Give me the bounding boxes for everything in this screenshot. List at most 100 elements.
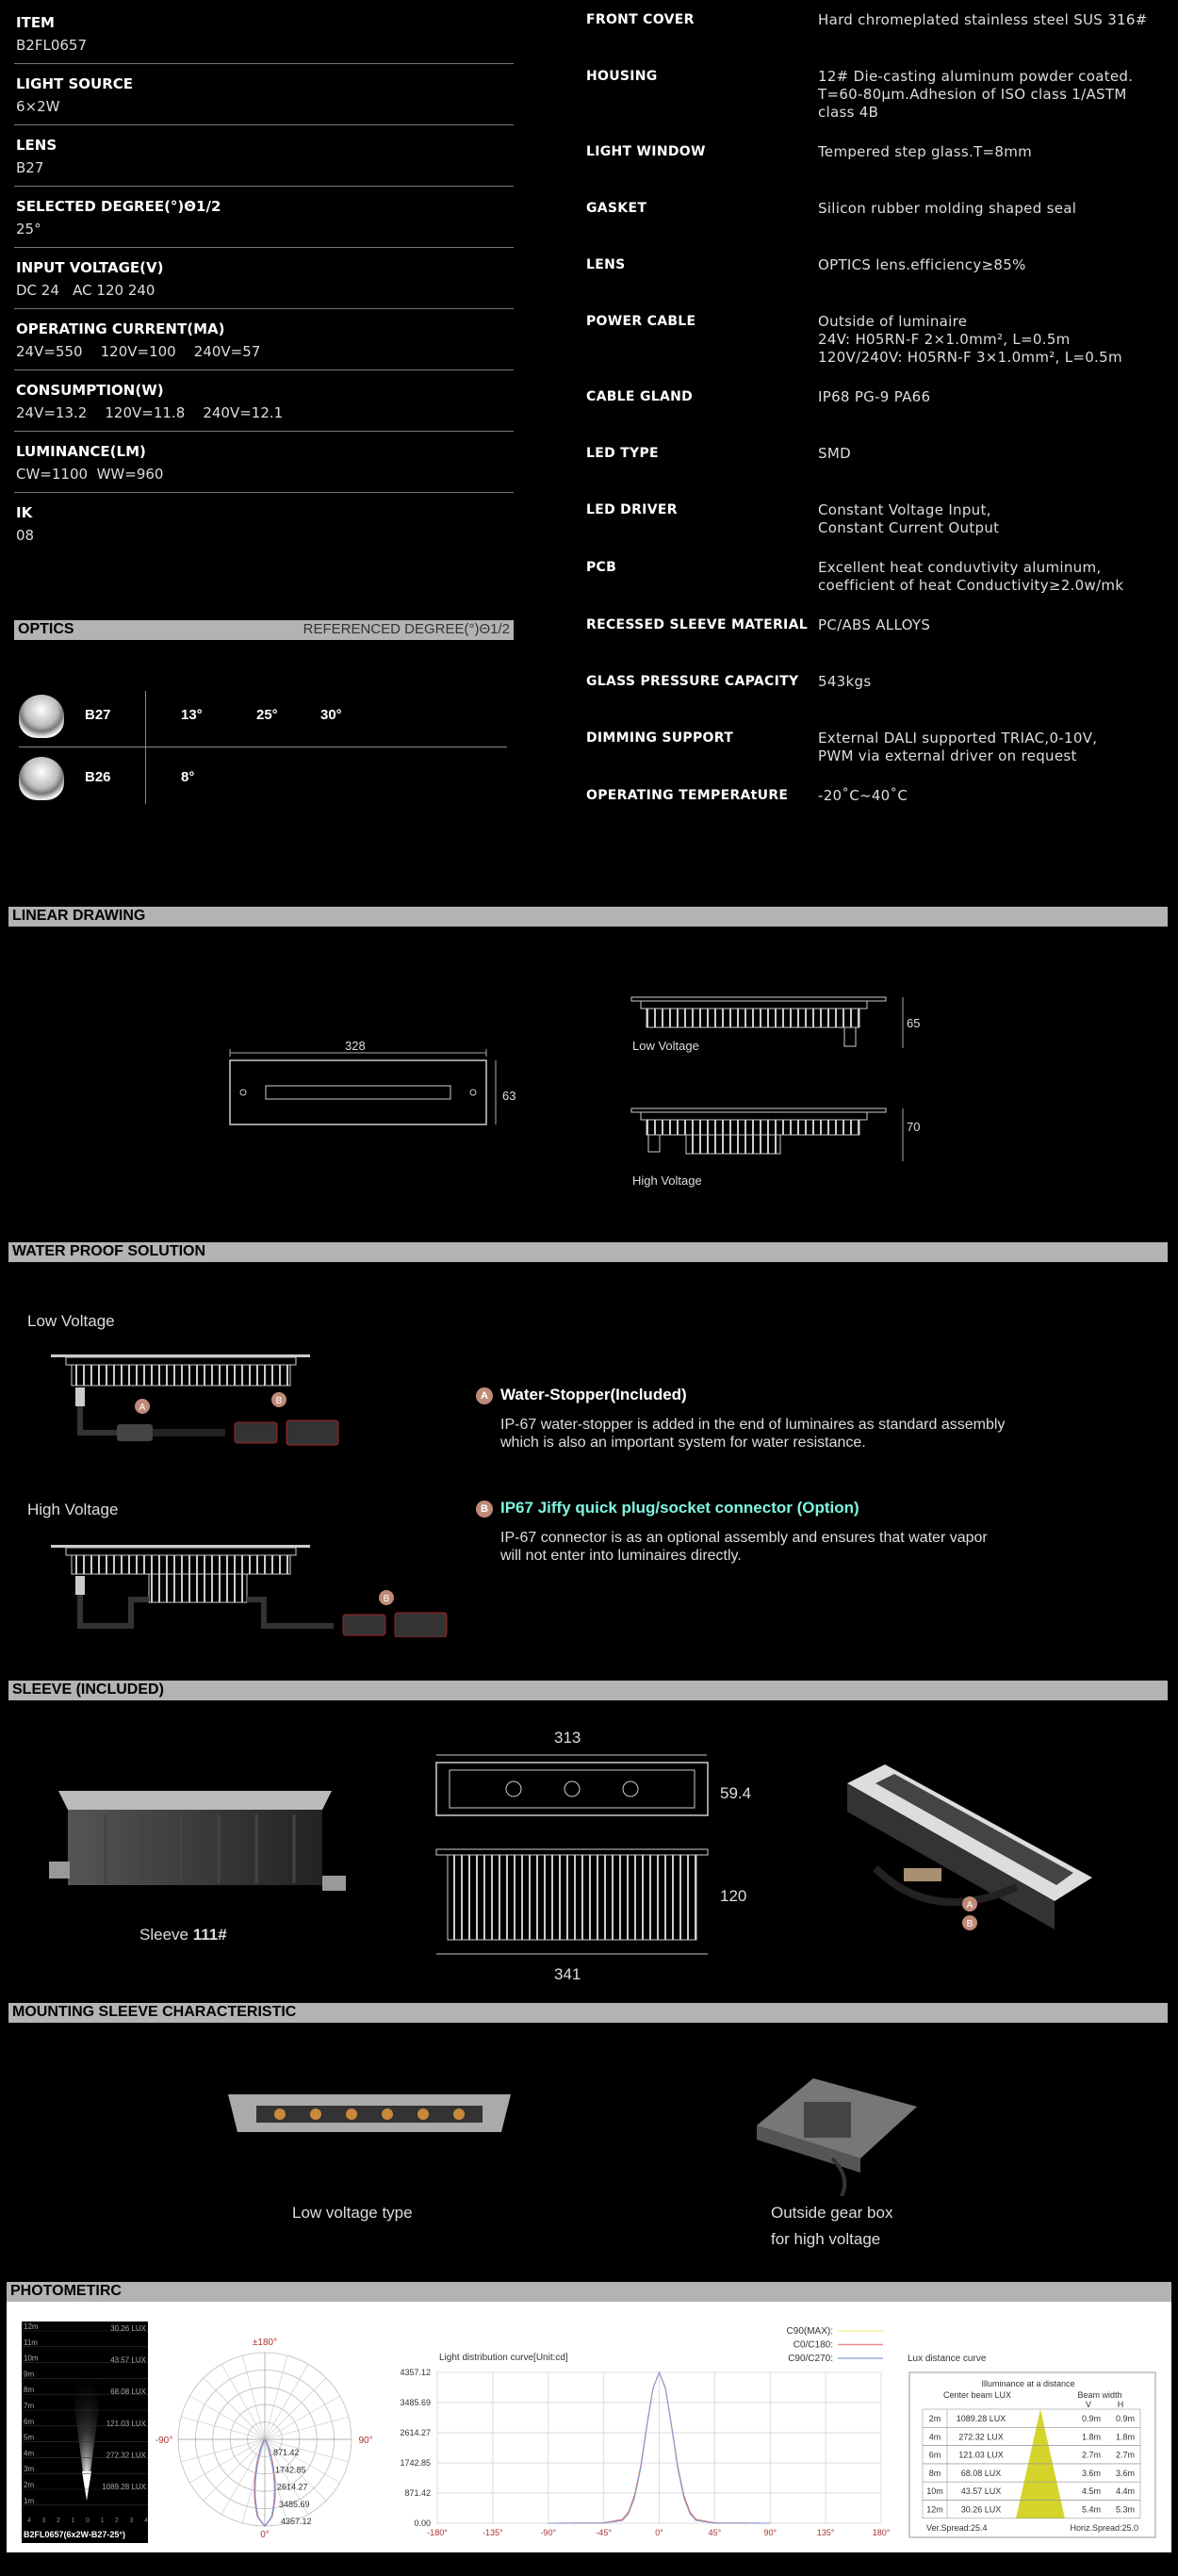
spec-value: B27	[16, 159, 44, 176]
beam-axis-label: 1	[72, 2518, 75, 2524]
row-distance: 12m	[926, 2505, 943, 2515]
polar-spoke	[264, 2438, 309, 2515]
row-distance: 10m	[926, 2486, 943, 2496]
y-tick-label: 3485.69	[400, 2398, 431, 2407]
lens-name: B26	[85, 769, 111, 785]
lux-table-row	[922, 2408, 1141, 2428]
row-lux: 68.08 LUX	[961, 2469, 1002, 2478]
sleeve-caption: Sleeve 111#	[139, 1926, 227, 1944]
lux-label: 30.26 LUX	[110, 2324, 146, 2333]
spec-label: IK	[16, 504, 33, 521]
spec-value: B2FL0657	[16, 37, 87, 54]
low-voltage-side-drawing	[630, 996, 904, 1048]
row-h: 0.9m	[1116, 2414, 1135, 2423]
wp-item-b-desc: will not enter into luminaires directly.	[500, 1548, 742, 1564]
spec-value-line: 24V: H05RN-F 2×1.0mm², L=0.5m	[818, 331, 1071, 348]
spec-value-line: Excellent heat conduvtivity aluminum,	[818, 559, 1102, 576]
series-line-c90c270	[548, 2371, 771, 2524]
spec-label: SELECTED DEGREE(°)Θ1/2	[16, 198, 221, 215]
spec-label: ITEM	[16, 14, 55, 31]
drawing-width-dim: 328	[345, 1039, 366, 1053]
low-voltage-label: Low Voltage	[632, 1039, 699, 1053]
lens-degree: 30°	[320, 707, 342, 723]
x-tick-label: 90°	[763, 2528, 777, 2537]
lens-degree: 13°	[181, 707, 203, 723]
lux-label: 68.08 LUX	[110, 2387, 146, 2396]
spec-value-line: PWM via external driver on request	[818, 747, 1077, 764]
spec-row: LUMINANCE(LM) CW=1100 WW=960	[14, 432, 514, 493]
x-tick-label: -45°	[596, 2528, 612, 2537]
h-col-header: H	[1118, 2400, 1124, 2409]
spec-value: CW=1100 WW=960	[16, 466, 164, 483]
beam-axis-label: 0	[86, 2518, 90, 2524]
row-lux: 272.32 LUX	[958, 2432, 1004, 2441]
polar-spoke	[189, 2395, 266, 2440]
distance-label: 12m	[24, 2322, 39, 2331]
spec-label: LIGHT SOURCE	[16, 75, 133, 92]
spec-value-line: 12# Die-casting aluminum powder coated.	[818, 68, 1134, 85]
water-proof-header: WATER PROOF SOLUTION	[8, 1242, 1168, 1262]
v-col-header: V	[1086, 2400, 1091, 2409]
spec-row: CONSUMPTION(W)24V=13.2 120V=11.8 240V=12…	[14, 370, 514, 432]
spec-label: DIMMING SUPPORT	[586, 730, 734, 746]
x-tick-label: -135°	[483, 2528, 503, 2537]
spec-row: LENS OPTICS lens.efficiency≥85%	[586, 256, 1170, 313]
spec-value-line: Hard chromeplated stainless steel SUS 31…	[818, 11, 1148, 28]
spec-label: RECESSED SLEEVE MATERIAL	[586, 617, 808, 632]
lux-col-header: Center beam LUX	[943, 2390, 1011, 2400]
polar-spoke	[221, 2364, 266, 2440]
optics-title: OPTICS	[18, 621, 74, 637]
polar-spoke	[181, 2416, 266, 2440]
wp-low-voltage-drawing: A B	[51, 1354, 339, 1446]
spec-value-line: External DALI supported TRIAC,0-10V,	[818, 730, 1098, 747]
svg-text:B: B	[276, 1396, 283, 1406]
polar-spoke	[264, 2395, 340, 2440]
spec-value-line: Silicon rubber molding shaped seal	[818, 200, 1077, 217]
spec-label: LENS	[16, 137, 57, 154]
spec-label: LED TYPE	[586, 446, 659, 461]
polar-label-top: ±180°	[253, 2338, 277, 2348]
sleeve-top-height: 59.4	[720, 1784, 752, 1802]
gear-box-label-line1: Outside gear box	[771, 2204, 893, 2222]
x-tick-label: 0°	[655, 2528, 663, 2537]
ver-spread: Ver.Spread:25.4	[926, 2523, 988, 2533]
lux-table-title: Illuminance at a distance	[981, 2379, 1074, 2388]
gear-box-label-line2: for high voltage	[771, 2230, 881, 2248]
beam-axis-label: 1	[101, 2518, 105, 2524]
polar-ring-label: 2614.27	[277, 2483, 308, 2492]
spec-label: LUMINANCE(LM)	[16, 443, 146, 460]
spec-value: Hard chromeplated stainless steel SUS 31…	[818, 11, 1148, 46]
y-tick-label: 4357.12	[400, 2368, 431, 2377]
spec-value-line: 120V/240V: H05RN-F 3×1.0mm², L=0.5m	[818, 349, 1122, 366]
spec-label: OPERATING TEMPERAtURE	[586, 788, 789, 803]
beam-image-caption: B2FL0657(6x2W-B27-25°)	[24, 2530, 125, 2539]
lux-label: 121.03 LUX	[106, 2420, 147, 2428]
spec-label: PCB	[586, 560, 617, 575]
low-voltage-type-label: Low voltage type	[292, 2204, 413, 2222]
spec-value-line: 543kgs	[818, 673, 872, 690]
polar-spoke	[264, 2355, 288, 2440]
row-h: 3.6m	[1116, 2469, 1135, 2478]
spec-value: Constant Voltage Input,Constant Current …	[818, 501, 999, 537]
row-h: 5.3m	[1116, 2505, 1135, 2515]
front-view-drawing	[229, 1049, 497, 1125]
optics-header: OPTICS REFERENCED DEGREE(°)Θ1/2	[14, 620, 514, 640]
spec-value-line: OPTICS lens.efficiency≥85%	[818, 256, 1026, 273]
spec-row: ITEM B2FL0657	[14, 3, 514, 64]
high-voltage-dim: 70	[907, 1120, 921, 1134]
x-tick-label: 180°	[873, 2528, 891, 2537]
beam-axis-label: 2	[115, 2518, 119, 2524]
spec-label: LENS	[586, 257, 626, 272]
sleeve-installed-photo: A B	[847, 1764, 1092, 1930]
polar-spoke	[241, 2438, 266, 2523]
